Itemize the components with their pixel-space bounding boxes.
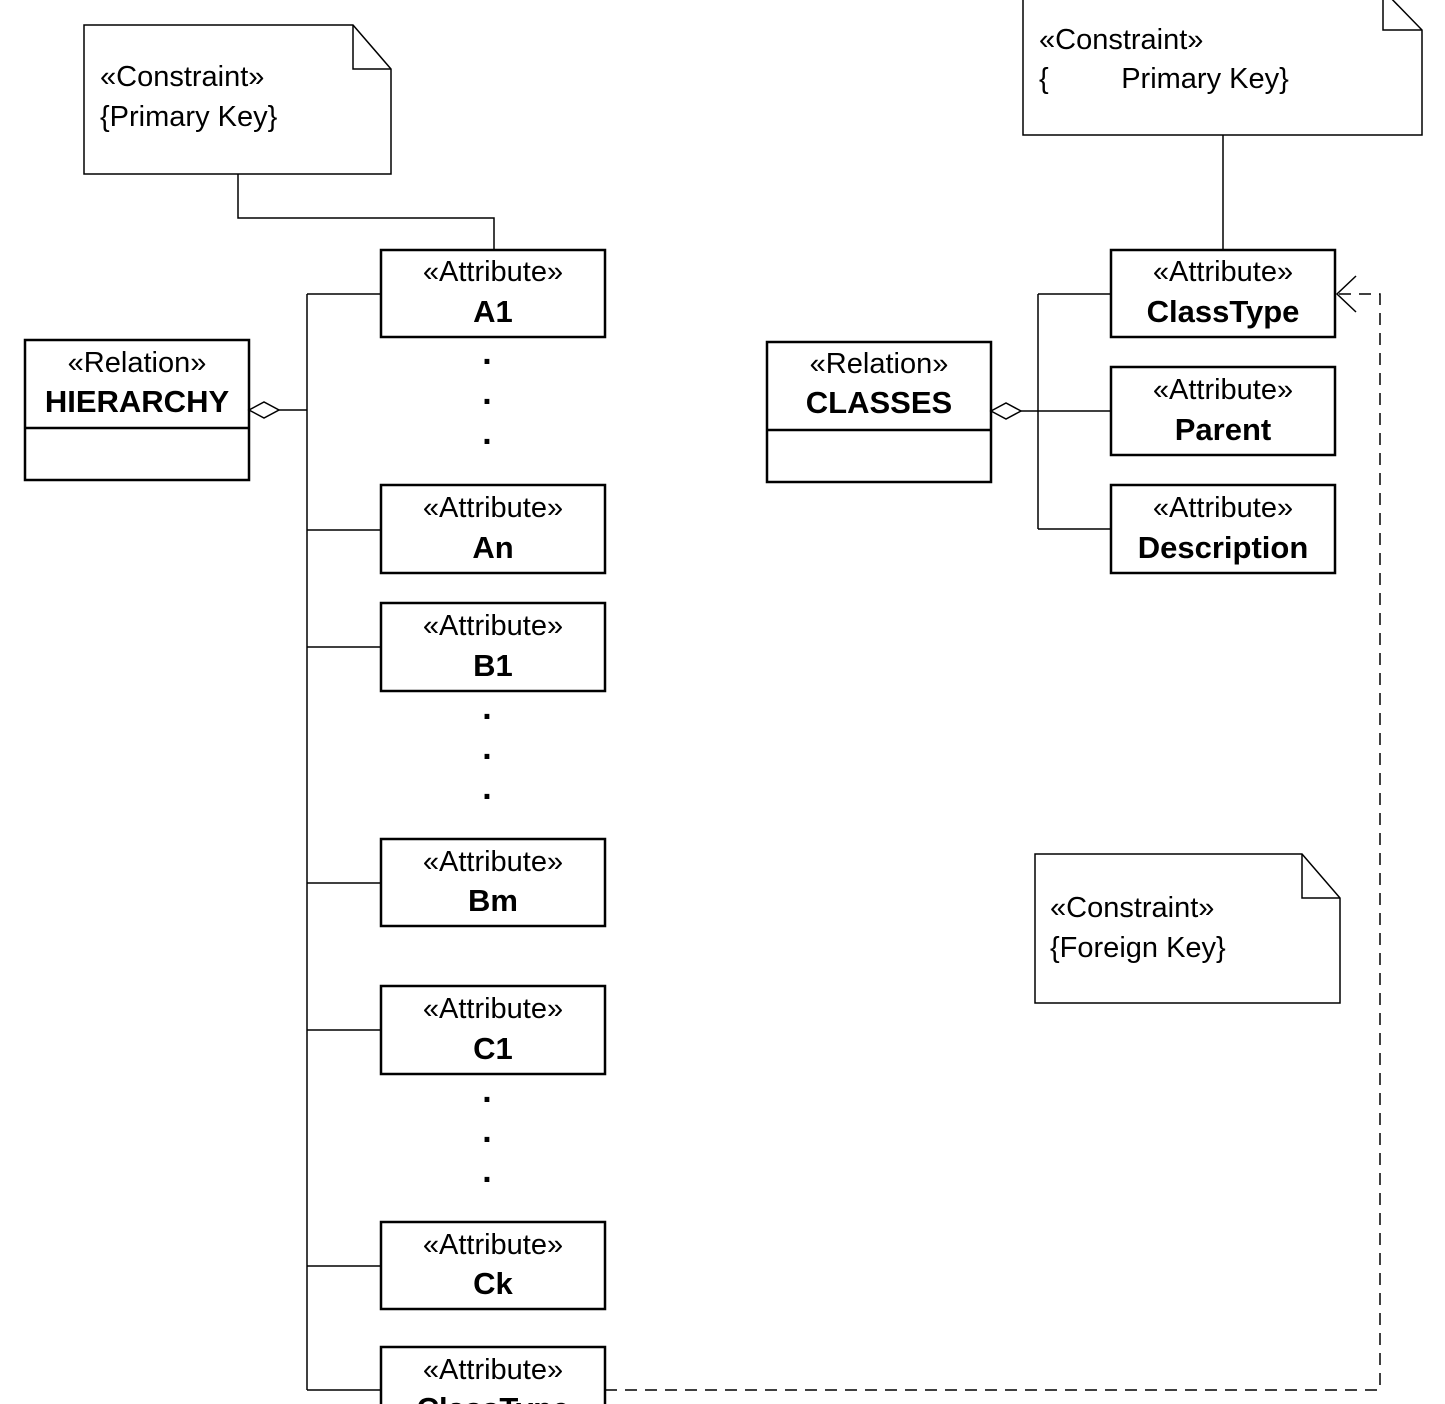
attribute-ck: «Attribute» Ck: [379, 1220, 607, 1311]
primary-key-note-hierarchy: «Constraint» {Primary Key}: [83, 24, 392, 175]
ellipsis-dot: .: [482, 769, 491, 807]
note-constraint: {Foreign Key}: [1050, 932, 1226, 964]
relation-stereotype: «Relation»: [68, 347, 207, 379]
note-constraint: {Primary Key}: [100, 101, 278, 133]
attribute-bm: «Attribute» Bm: [379, 837, 607, 928]
attribute-name: Parent: [1175, 412, 1271, 447]
ellipsis-dot: .: [482, 1152, 491, 1190]
note-stereotype: «Constraint»: [1050, 892, 1214, 924]
relation-name: CLASSES: [806, 385, 952, 420]
dependency-arrowhead: [1335, 275, 1357, 313]
attribute-stereotype: «Attribute»: [423, 993, 563, 1025]
attribute-stereotype: «Attribute»: [423, 610, 563, 642]
attribute-stereotype: «Attribute»: [423, 846, 563, 878]
foreign-key-dependency: [605, 293, 1381, 1391]
attribute-stereotype: «Attribute»: [423, 1354, 563, 1386]
ellipsis-c: . . .: [482, 1072, 491, 1190]
aggregation-diamond-classes: [989, 402, 1023, 420]
note-stereotype: «Constraint»: [1039, 24, 1203, 56]
primary-key-note-classes: «Constraint» { Primary Key}: [1022, 0, 1423, 136]
attribute-name: Description: [1138, 530, 1309, 565]
ellipsis-dot: .: [482, 334, 491, 372]
ellipsis-a: . . .: [482, 334, 491, 452]
foreign-key-note: «Constraint» {Foreign Key}: [1034, 853, 1341, 1004]
attribute-name: An: [472, 530, 513, 565]
attribute-description: «Attribute» Description: [1109, 483, 1337, 575]
ellipsis-b: . . .: [482, 689, 491, 807]
pk-connector-hierarchy: [237, 174, 495, 250]
relation-hierarchy: «Relation» HIERARCHY: [23, 338, 251, 482]
attribute-name: Ck: [473, 1266, 513, 1301]
attribute-name: A1: [473, 294, 513, 329]
aggregation-diamond-hierarchy: [247, 401, 281, 419]
attribute-stereotype: «Attribute»: [423, 1229, 563, 1261]
attribute-name: Bm: [468, 883, 518, 918]
attribute-an: «Attribute» An: [379, 483, 607, 575]
ellipsis-dot: .: [482, 1112, 491, 1150]
attribute-stereotype: «Attribute»: [423, 492, 563, 524]
ellipsis-dot: .: [482, 414, 491, 452]
classes-connectors: [1021, 293, 1111, 530]
attribute-classtype-hierarchy: «Attribute» ClassType: [379, 1345, 607, 1404]
attribute-classtype: «Attribute» ClassType: [1109, 248, 1337, 339]
ellipsis-dot: .: [482, 689, 491, 727]
attribute-name: ClassType: [1147, 294, 1300, 329]
relation-name: HIERARCHY: [45, 384, 230, 419]
attribute-name: C1: [473, 1031, 513, 1066]
attribute-name: B1: [473, 648, 513, 683]
attribute-name: ClassType: [417, 1391, 570, 1404]
relation-stereotype: «Relation»: [810, 348, 949, 380]
ellipsis-dot: .: [482, 729, 491, 767]
attribute-stereotype: «Attribute»: [1153, 256, 1293, 288]
note-constraint: { Primary Key}: [1039, 63, 1289, 95]
attribute-a1: «Attribute» A1: [379, 248, 607, 339]
attribute-parent: «Attribute» Parent: [1109, 365, 1337, 457]
note-stereotype: «Constraint»: [100, 61, 264, 93]
hierarchy-connectors: [279, 293, 381, 1391]
attribute-stereotype: «Attribute»: [1153, 492, 1293, 524]
attribute-c1: «Attribute» C1: [379, 984, 607, 1076]
relation-classes: «Relation» CLASSES: [765, 340, 993, 484]
attribute-b1: «Attribute» B1: [379, 601, 607, 693]
ellipsis-dot: .: [482, 374, 491, 412]
attribute-stereotype: «Attribute»: [423, 256, 563, 288]
ellipsis-dot: .: [482, 1072, 491, 1110]
attribute-stereotype: «Attribute»: [1153, 374, 1293, 406]
